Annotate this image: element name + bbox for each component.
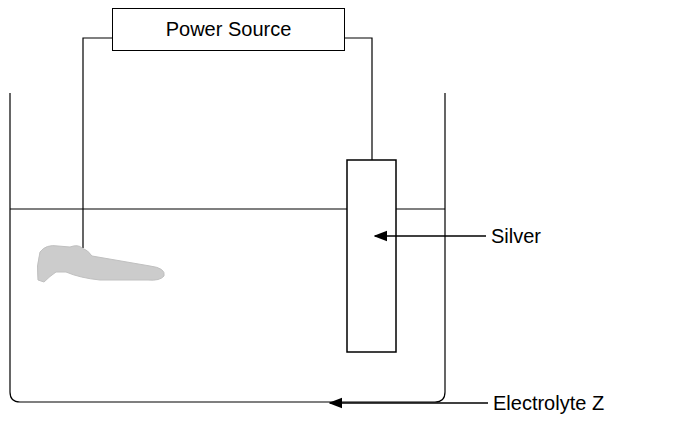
- wire: [345, 38, 372, 160]
- beaker: [10, 93, 445, 402]
- leader-arrow: [330, 402, 488, 404]
- wire: [83, 38, 112, 248]
- power-source-box: Power Source: [112, 8, 345, 51]
- object-to-plate: [37, 246, 164, 282]
- part-label: Electrolyte Z: [492, 392, 605, 415]
- silver-electrode: [347, 160, 396, 352]
- box-label: Power Source: [166, 18, 292, 41]
- part-label: Silver: [490, 225, 542, 248]
- leader-arrow: [375, 235, 486, 237]
